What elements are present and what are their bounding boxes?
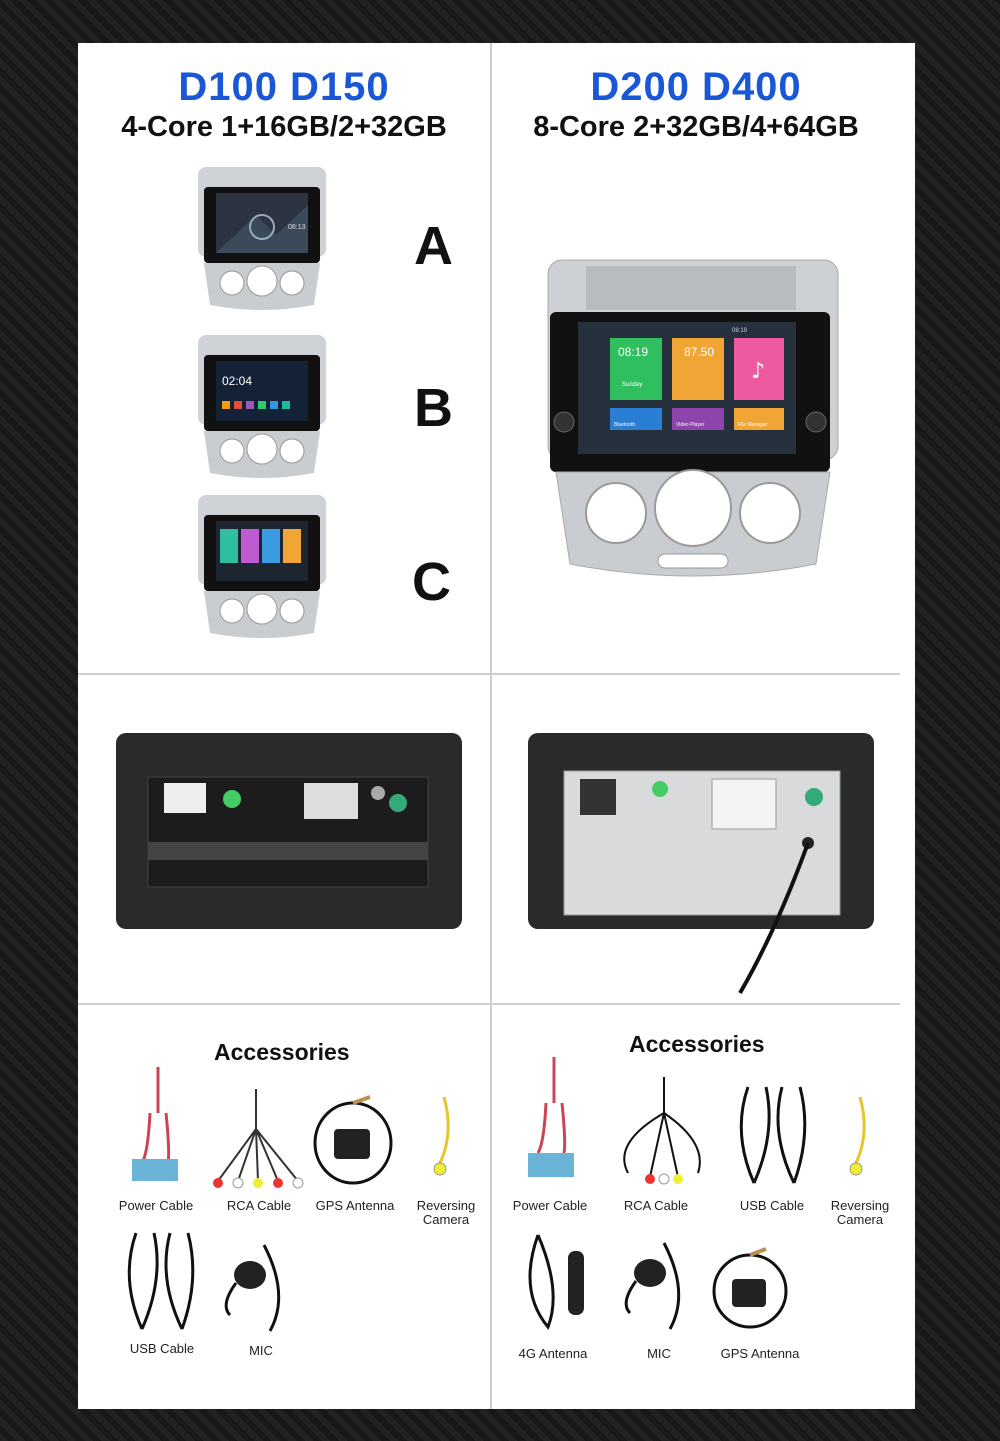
right-model-title: D200 D400: [590, 65, 802, 109]
rca-cable-right-icon: [623, 1077, 701, 1185]
left-spec: 4-Core 1+16GB/2+32GB: [121, 111, 447, 143]
column-divider: [490, 43, 492, 1409]
back-view-right: [528, 733, 874, 995]
acc-right-usb-cable: USB Cable: [739, 1198, 805, 1213]
usb-cable-right-icon: [739, 1086, 807, 1184]
option-letter-b: B: [414, 378, 453, 438]
power-cable-icon: [132, 1067, 178, 1181]
reversing-camera-right-icon: [849, 1096, 866, 1176]
unit-a-time: 08:13: [288, 224, 306, 231]
right-spec: 8-Core 2+32GB/4+64GB: [533, 111, 859, 143]
music-icon: ♪: [751, 359, 765, 384]
screen-day: Sunday: [622, 382, 642, 388]
tile-files: File Manager: [738, 422, 768, 428]
row-divider-1: [78, 673, 900, 675]
reversing-camera-icon: [433, 1096, 450, 1176]
status-time: 08:19: [732, 328, 748, 334]
unit-b-image: 02:04: [198, 335, 326, 478]
acc-right-4g-antenna: 4G Antenna: [518, 1346, 588, 1361]
acc-right-rca-cable: RCA Cable: [623, 1198, 689, 1213]
back-view-left: [116, 733, 462, 929]
row-divider-2: [78, 1003, 900, 1005]
rca-cable-icon: [213, 1089, 304, 1189]
gps-antenna-icon: [313, 1095, 393, 1185]
option-letter-c: C: [412, 552, 451, 612]
acc-left-reversing-camera: Reversing Camera: [416, 1198, 476, 1227]
left-model-title: D100 D150: [178, 65, 390, 109]
acc-left-usb-cable: USB Cable: [129, 1341, 195, 1356]
accessories-title-left: Accessories: [214, 1039, 350, 1065]
unit-b-time: 02:04: [222, 374, 252, 388]
screen-clock: 08:19: [618, 345, 648, 359]
acc-right-gps-antenna: GPS Antenna: [720, 1346, 800, 1361]
unit-c-image: [198, 495, 326, 638]
acc-right-mic: MIC: [647, 1346, 671, 1361]
power-cable-right-icon: [528, 1057, 574, 1177]
acc-left-gps-antenna: GPS Antenna: [315, 1198, 395, 1213]
mic-right-icon: [624, 1242, 681, 1330]
product-sheet: D100 D150 4-Core 1+16GB/2+32GB 08:13 A 0…: [78, 43, 915, 1409]
acc-left-power-cable: Power Cable: [118, 1198, 194, 1213]
accessories-title-right: Accessories: [629, 1031, 765, 1057]
tile-video: Video Player: [676, 422, 705, 428]
4g-antenna-icon: [528, 1234, 584, 1330]
acc-right-reversing-camera: Reversing Camera: [830, 1198, 890, 1227]
tile-bluetooth: Bluetooth: [614, 422, 635, 428]
unit-d-image: 08:19 08:19 Sunday 87.50 ♪ Bluetooth Vid…: [547, 259, 839, 577]
mic-icon: [224, 1244, 281, 1332]
acc-left-mic: MIC: [249, 1343, 273, 1358]
acc-right-power-cable: Power Cable: [512, 1198, 588, 1213]
usb-cable-icon: [127, 1232, 195, 1330]
screen-radio: 87.50: [684, 345, 714, 359]
acc-left-rca-cable: RCA Cable: [226, 1198, 292, 1213]
option-letter-a: A: [414, 216, 453, 276]
unit-a-image: 08:13: [198, 167, 326, 310]
gps-antenna-right-icon: [712, 1247, 788, 1329]
